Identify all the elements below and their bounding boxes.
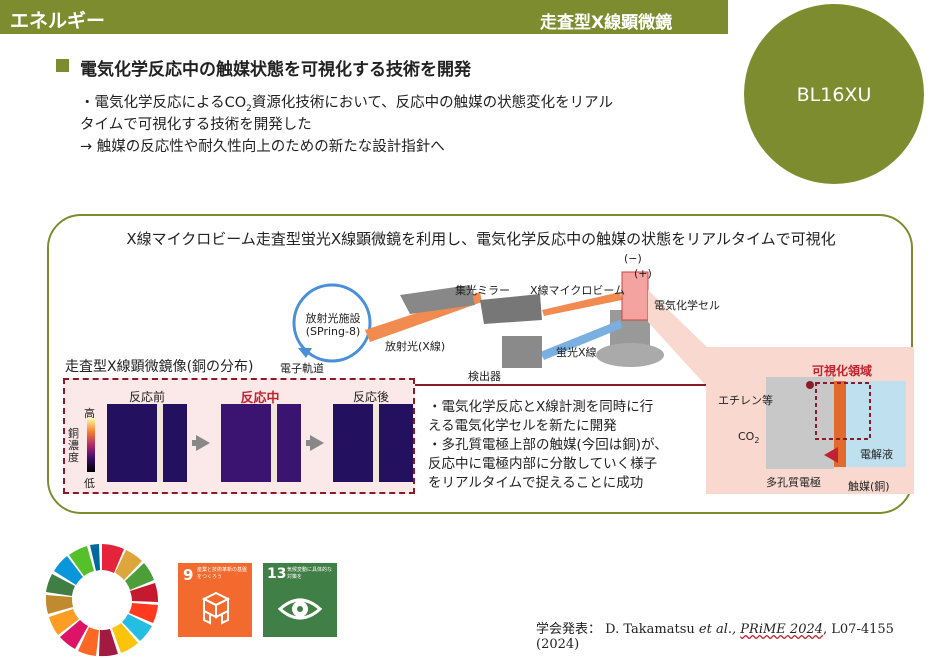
facility-label: 放射光施設 xyxy=(305,312,361,325)
zoom-wedge xyxy=(648,290,710,390)
goal13-text: 気候変動に具体的な対策を xyxy=(287,567,333,580)
conclusion-text: → 触媒の反応性や耐久性向上のための新たな設計指針へ xyxy=(80,139,445,155)
beamline-badge xyxy=(744,4,924,184)
goal13-number: 13 xyxy=(267,566,287,582)
instrument-title: 走査型X線顕微鏡 xyxy=(540,13,673,33)
detector-label: 検出器 xyxy=(468,370,501,383)
sdg-goal-13-tile: 13 気候変動に具体的な対策を xyxy=(263,563,337,637)
experiment-diagram xyxy=(292,271,710,390)
after-label: 反応後 xyxy=(352,390,389,404)
cell-base xyxy=(596,343,664,367)
note-line: ・電気化学反応とX線計測を同時に行 xyxy=(428,399,654,415)
category-label: エネルギー xyxy=(10,10,106,32)
header-bar xyxy=(0,0,728,34)
mirror-label: 集光ミラー xyxy=(455,284,510,297)
mirror-block-1 xyxy=(400,285,475,314)
electron-orbit-label: 電子軌道 xyxy=(280,362,324,375)
page-title: 電気化学反応中の触媒状態を可視化する技術を開発 xyxy=(80,60,471,80)
porous-electrode-label: 多孔質電極 xyxy=(766,476,821,489)
note-line: 反応中に電極内部に分散していく様子 xyxy=(428,456,658,472)
connector-dot xyxy=(806,381,814,389)
visual-area-label: 可視化領域 xyxy=(812,364,873,378)
orbit-arrow-icon xyxy=(298,348,312,358)
fluorescence-label: 蛍光X線 xyxy=(556,346,597,359)
sr-xray-label: 放射光(X線) xyxy=(385,340,446,353)
goal9-text: 産業と技術革新の基盤をつくろう xyxy=(197,567,248,580)
result-notes: ・電気化学反応とX線計測を同時に行 える電気化学セルを新たに開発 ・多孔質電極上… xyxy=(428,398,668,493)
arrow-stem-2 xyxy=(306,440,312,446)
microbeam xyxy=(542,292,622,316)
reference-citation: 学会発表： D. Takamatsu et al., PRiME 2024, L… xyxy=(536,622,894,652)
catalyst-layer xyxy=(834,381,846,467)
minus-terminal-label: (−) xyxy=(624,252,642,265)
cell-detail-illustration xyxy=(766,377,906,469)
climate-eye-icon xyxy=(277,598,323,620)
catalyst-label: 触媒(銅) xyxy=(848,480,890,493)
bullet-text-2: タイムで可視化する技術を開発した xyxy=(80,117,312,133)
before-label: 反応前 xyxy=(128,390,165,404)
flow-arrow-icon xyxy=(824,447,838,463)
note-line: をリアルタイムで捉えることに成功 xyxy=(428,475,644,491)
facility-sub-label: (SPring-8) xyxy=(305,325,361,338)
ethylene-label: エチレン等 xyxy=(718,394,773,407)
map-before-image xyxy=(107,404,187,482)
goal9-number: 9 xyxy=(183,566,194,584)
panel-title: X線マイクロビーム走査型蛍光X線顕微鏡を利用し、電気化学反応中の触媒の状態をリア… xyxy=(126,230,836,248)
electrode-strip xyxy=(373,404,379,482)
detector-box xyxy=(502,336,542,368)
sdg-wheel-icon xyxy=(45,544,159,657)
note-line: える電気化学セルを新たに開発 xyxy=(428,418,617,434)
beamline-badge-label: BL16XU xyxy=(796,84,872,106)
during-label: 反応中 xyxy=(240,391,280,406)
electrode-strip xyxy=(157,404,163,482)
cbar-low-label: 低 xyxy=(84,477,95,490)
arrow-right-icon xyxy=(196,435,210,451)
connector-line xyxy=(415,384,811,386)
co2-label: CO2 xyxy=(738,430,760,446)
fluorescence-beam xyxy=(540,320,622,360)
map-after-image xyxy=(333,404,413,482)
sdg-goal-9-tile: 9 産業と技術革新の基盤をつくろう xyxy=(178,563,252,637)
electrode-strip xyxy=(271,404,277,482)
electrolyte-region xyxy=(846,381,906,467)
porous-electrode xyxy=(766,377,834,469)
note-line: ・多孔質電極上部の触媒(今回は銅)が、 xyxy=(428,437,668,453)
map-section-label: 走査型X線顕微鏡像(銅の分布) xyxy=(65,359,254,375)
plus-terminal-label: (+) xyxy=(634,267,652,280)
visual-area-box xyxy=(815,382,871,440)
cell-label: 電気化学セル xyxy=(654,299,720,312)
map-during-image xyxy=(221,404,301,482)
square-bullet-icon xyxy=(56,59,69,72)
bullet-text-1: ・電気化学反応によるCO2資源化技術において、反応中の触媒の状態変化をリアル xyxy=(80,95,614,114)
electrolyte-label: 電解液 xyxy=(860,448,893,461)
microbeam-label: X線マイクロビーム xyxy=(530,284,625,297)
electrochemical-cell xyxy=(621,271,649,321)
arrow-stem-1 xyxy=(192,440,198,446)
cbar-mid-label: 銅濃度 xyxy=(68,427,79,464)
mirror-block-2 xyxy=(480,294,542,324)
electron-orbit-ring xyxy=(292,283,372,363)
cbar-high-label: 高 xyxy=(84,407,95,420)
industry-cubes-icon xyxy=(201,591,231,625)
arrow-right-icon xyxy=(310,435,324,451)
colorbar xyxy=(87,418,95,472)
